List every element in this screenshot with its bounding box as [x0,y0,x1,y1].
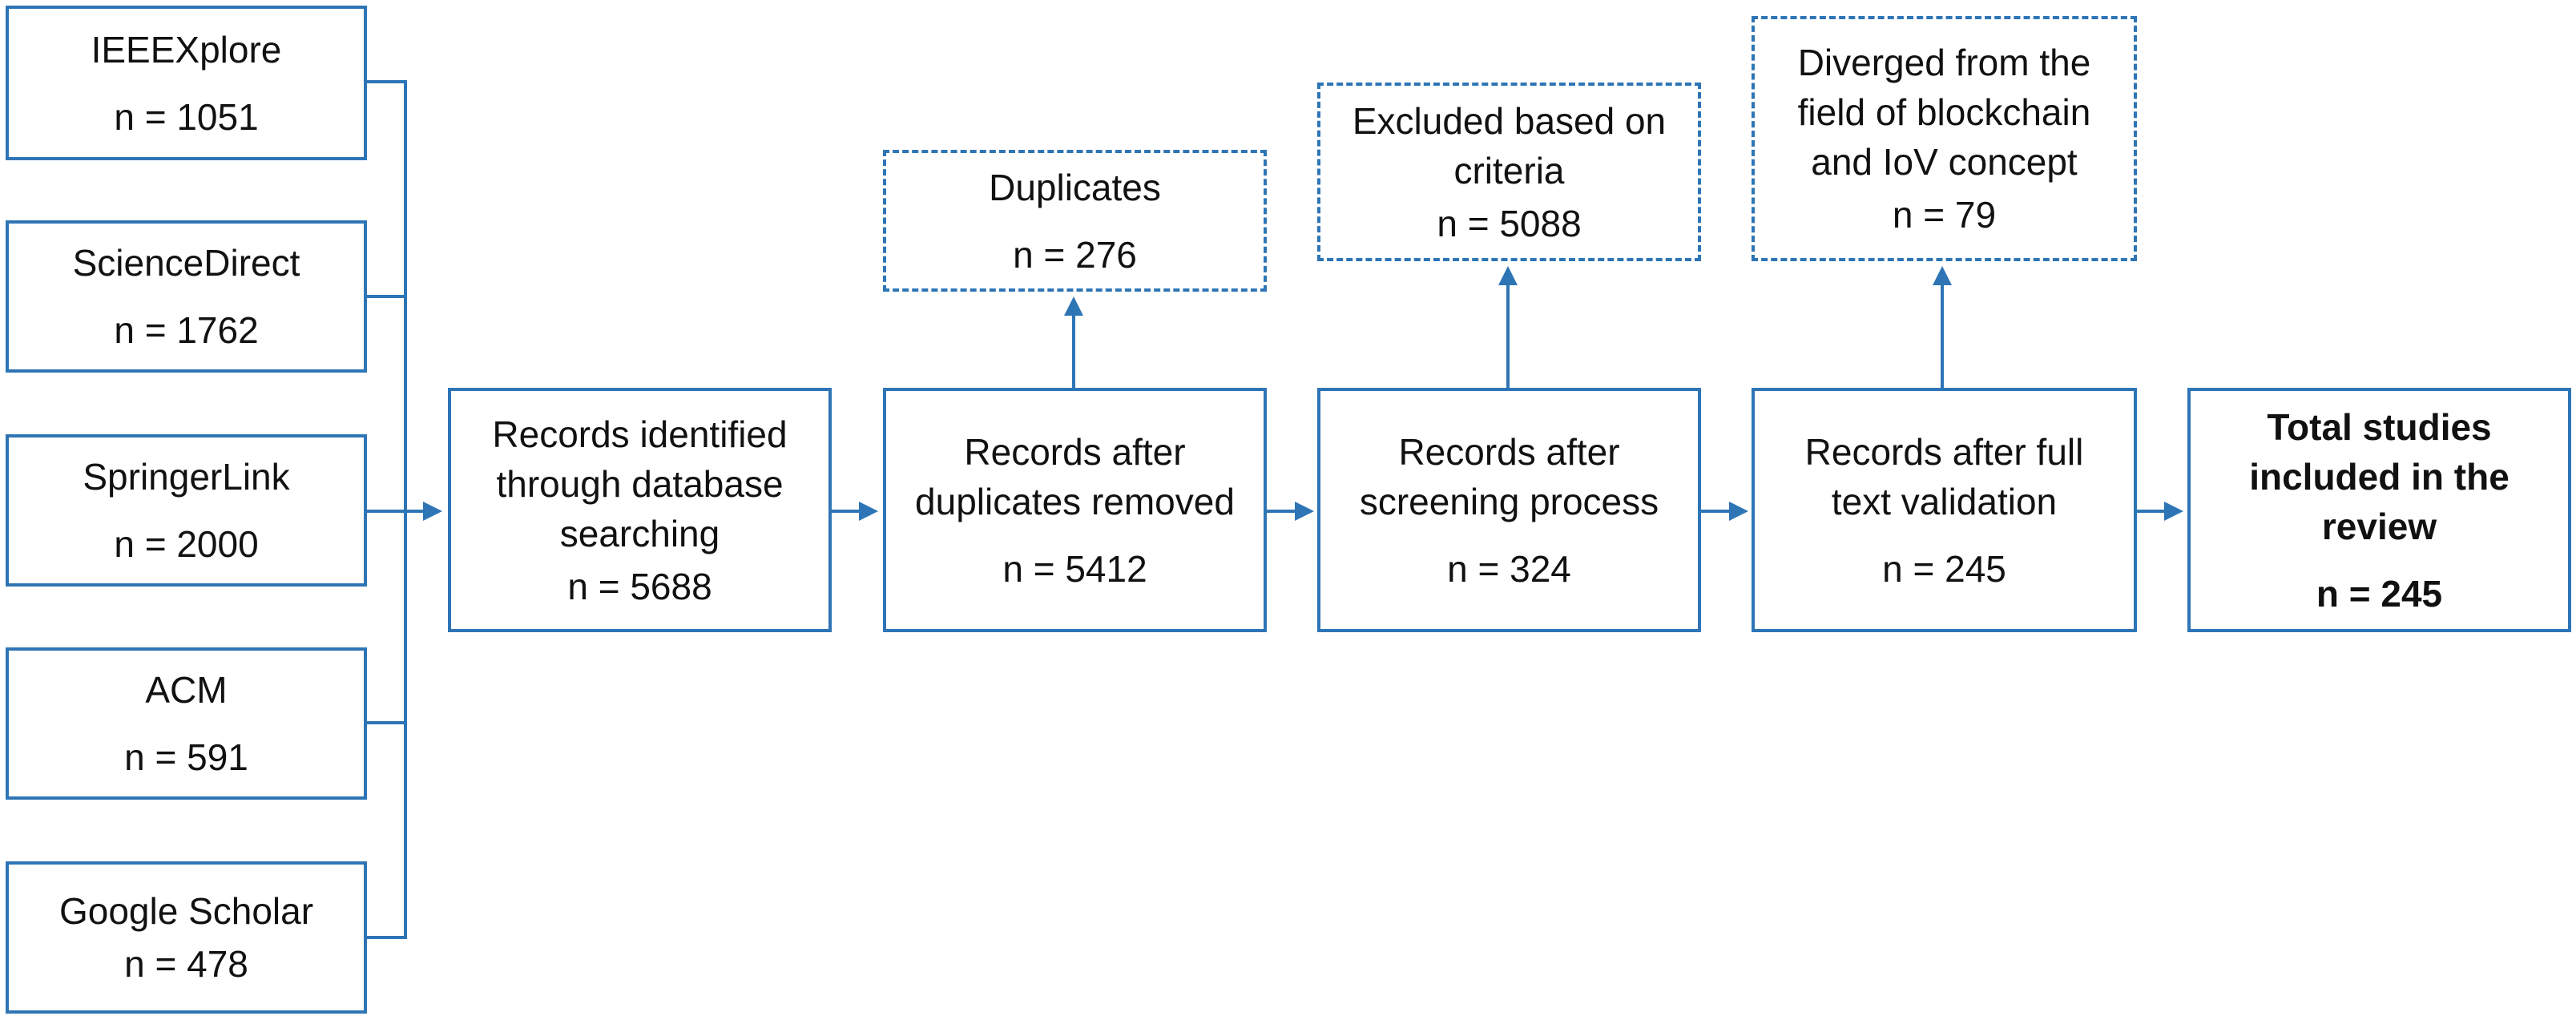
stage-count: n = 324 [1447,547,1571,590]
exclusion-box-diverged: Diverged from the field of blockchain an… [1752,16,2137,261]
source-box-sciencedirect: ScienceDirect n = 1762 [6,220,367,373]
stage-label: Records after duplicates removed [915,430,1235,522]
exclusion-label: Excluded based on criteria [1352,99,1667,192]
exclusion-box-duplicates: Duplicates n = 276 [883,150,1267,292]
source-count: n = 1051 [114,95,259,138]
exclusion-box-criteria: Excluded based on criteria n = 5088 [1317,83,1701,261]
source-count: n = 478 [124,943,248,985]
source-label: Google Scholar [58,890,314,932]
stage-count: n = 245 [2316,572,2443,615]
source-label: ACM [145,669,228,711]
stage-box-duplicates-removed: Records after duplicates removed n = 541… [883,388,1267,632]
source-box-acm: ACM n = 591 [6,647,367,800]
stage-label: Records after screening process [1359,430,1659,522]
source-count: n = 2000 [114,523,259,565]
stage-box-total-included: Total studies included in the review n =… [2187,388,2571,632]
stage-count: n = 5688 [567,565,712,607]
source-count: n = 591 [124,736,248,778]
source-box-springerlink: SpringerLink n = 2000 [6,434,367,587]
exclusion-count: n = 276 [1013,233,1137,276]
exclusion-count: n = 5088 [1437,202,1582,244]
source-box-google-scholar: Google Scholar n = 478 [6,861,367,1014]
stage-box-identified: Records identified through database sear… [448,388,832,632]
stage-label: Records identified through database sear… [492,413,788,554]
stage-label: Total studies included in the review [2249,405,2509,547]
source-box-ieeexplore: IEEEXplore n = 1051 [6,6,367,160]
stage-count: n = 5412 [1002,547,1147,590]
source-label: ScienceDirect [72,242,300,284]
stage-count: n = 245 [1882,547,2006,590]
exclusion-label: Diverged from the field of blockchain an… [1797,42,2091,183]
stage-box-full-text-validation: Records after full text validation n = 2… [1752,388,2137,632]
stage-box-screening: Records after screening process n = 324 [1317,388,1701,632]
source-label: SpringerLink [83,456,290,498]
source-label: IEEEXplore [91,28,282,71]
stage-label: Records after full text validation [1804,430,2084,522]
source-count: n = 1762 [114,309,259,351]
exclusion-count: n = 79 [1892,194,1997,236]
exclusion-label: Duplicates [989,166,1161,208]
